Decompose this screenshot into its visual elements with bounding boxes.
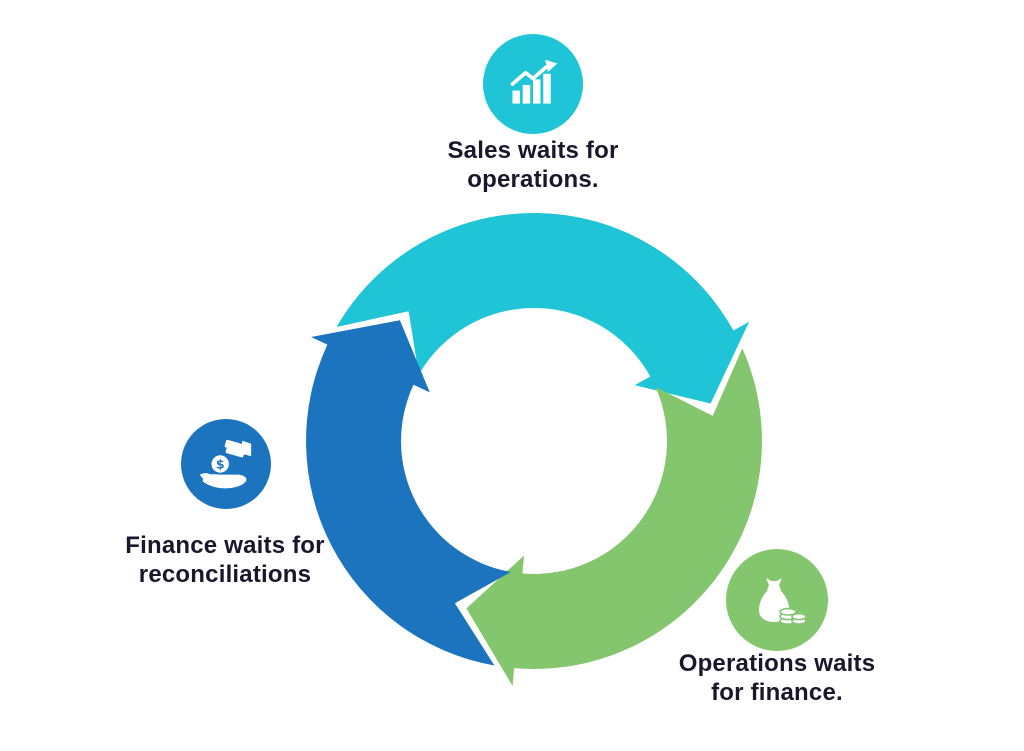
sales-label-line-2: operations. (467, 166, 599, 193)
growth-chart-icon (510, 59, 558, 104)
finance-label: Finance waits for reconciliations (65, 531, 385, 589)
finance-label-line-1: Finance waits for (125, 532, 325, 559)
operations-icon-badge (726, 549, 828, 651)
operations-label-line-2: for finance. (711, 679, 843, 706)
arc-sales (336, 212, 750, 404)
arc-finance (306, 320, 511, 666)
arc-operations (466, 348, 762, 687)
hand-money-icon: $ (199, 439, 252, 489)
sales-label: Sales waits for operations. (373, 136, 693, 194)
money-bag-icon (759, 578, 807, 625)
sales-label-line-1: Sales waits for (447, 137, 619, 164)
operations-label-line-1: Operations waits (678, 650, 876, 677)
sales-icon-badge (483, 34, 583, 134)
svg-text:$: $ (216, 456, 225, 471)
finance-icon-badge: $ (181, 419, 271, 509)
finance-label-line-2: reconciliations (138, 561, 312, 588)
operations-label: Operations waits for finance. (617, 649, 937, 707)
